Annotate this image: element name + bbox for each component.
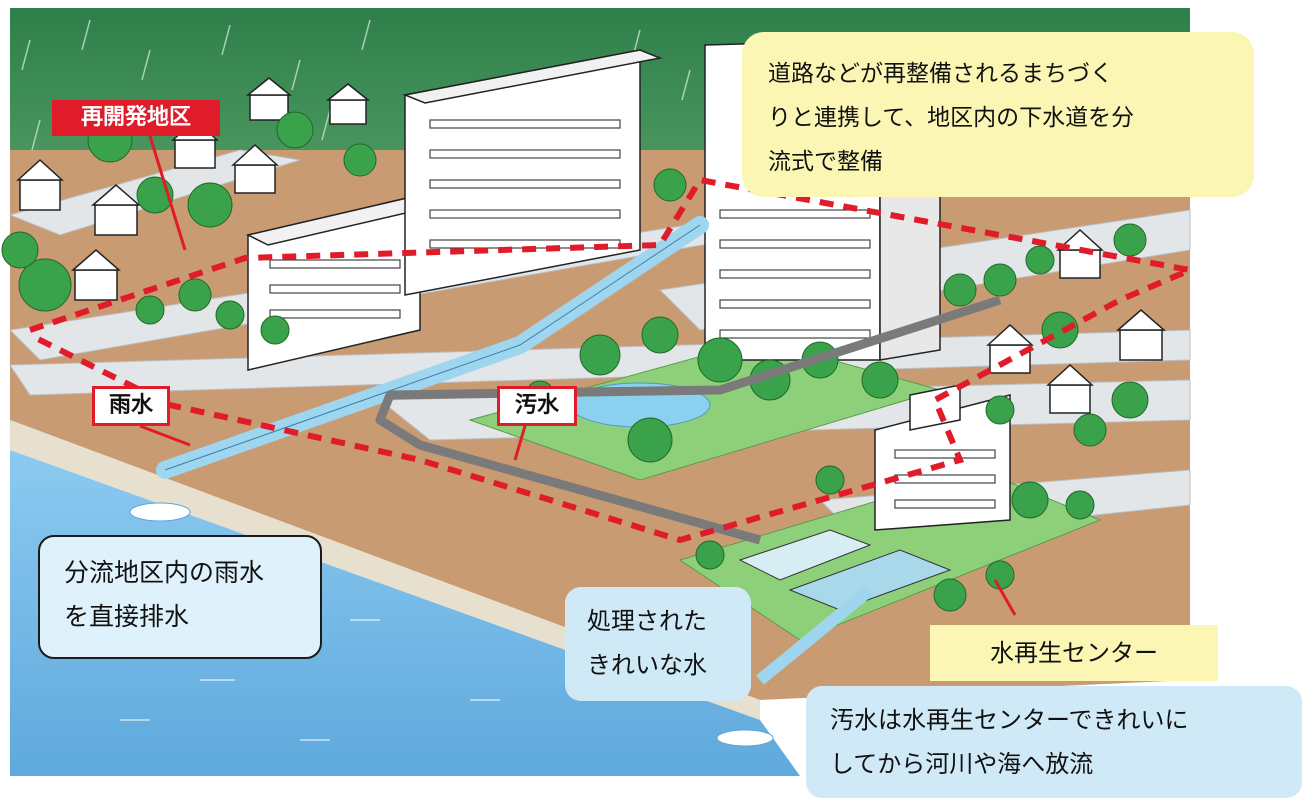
- callout-line: 分流地区内の雨水: [64, 558, 265, 587]
- redevelopment-district-tag: 再開発地区: [52, 100, 220, 136]
- building-windows: [269, 119, 996, 509]
- rainwater-discharge-callout: 分流地区内の雨水 を直接排水: [38, 535, 322, 659]
- trees: [1, 111, 1149, 612]
- sewage-treatment-callout: 汚水は水再生センターできれいに してから河川や海へ放流: [806, 686, 1302, 798]
- integrated-development-callout: 道路などが再整備されるまちづく りと連携して、地区内の下水道を分 流式で整備: [742, 32, 1254, 197]
- water-reclamation-center-label: 水再生センター: [930, 625, 1218, 681]
- callout-line: 処理された: [587, 607, 707, 635]
- callout-line: りと連携して、地区内の下水道を分: [768, 105, 1135, 131]
- callout-line: 流式で整備: [768, 149, 883, 175]
- callout-line: 道路などが再整備されるまちづく: [768, 61, 1113, 87]
- district-boundary: [28, 176, 1201, 544]
- treatment-tank-2: [788, 549, 952, 611]
- rainwater-tag: 雨水: [92, 386, 170, 426]
- treatment-tank-1: [738, 529, 872, 581]
- callout-line: 汚水は水再生センターできれいに: [830, 706, 1189, 734]
- outfall-splashes: [129, 502, 774, 747]
- treated-water-pipe: [756, 585, 874, 685]
- leader-lines: [139, 135, 1017, 616]
- callout-line: してから河川や海へ放流: [830, 750, 1094, 778]
- sewage-pipe: [375, 295, 1002, 545]
- sewage-tag: 汚水: [497, 386, 577, 426]
- callout-line: を直接排水: [64, 602, 190, 631]
- callout-line: きれいな水: [587, 651, 707, 679]
- rainwater-pipe-outline: [164, 224, 701, 471]
- treated-water-callout: 処理された きれいな水: [565, 587, 751, 701]
